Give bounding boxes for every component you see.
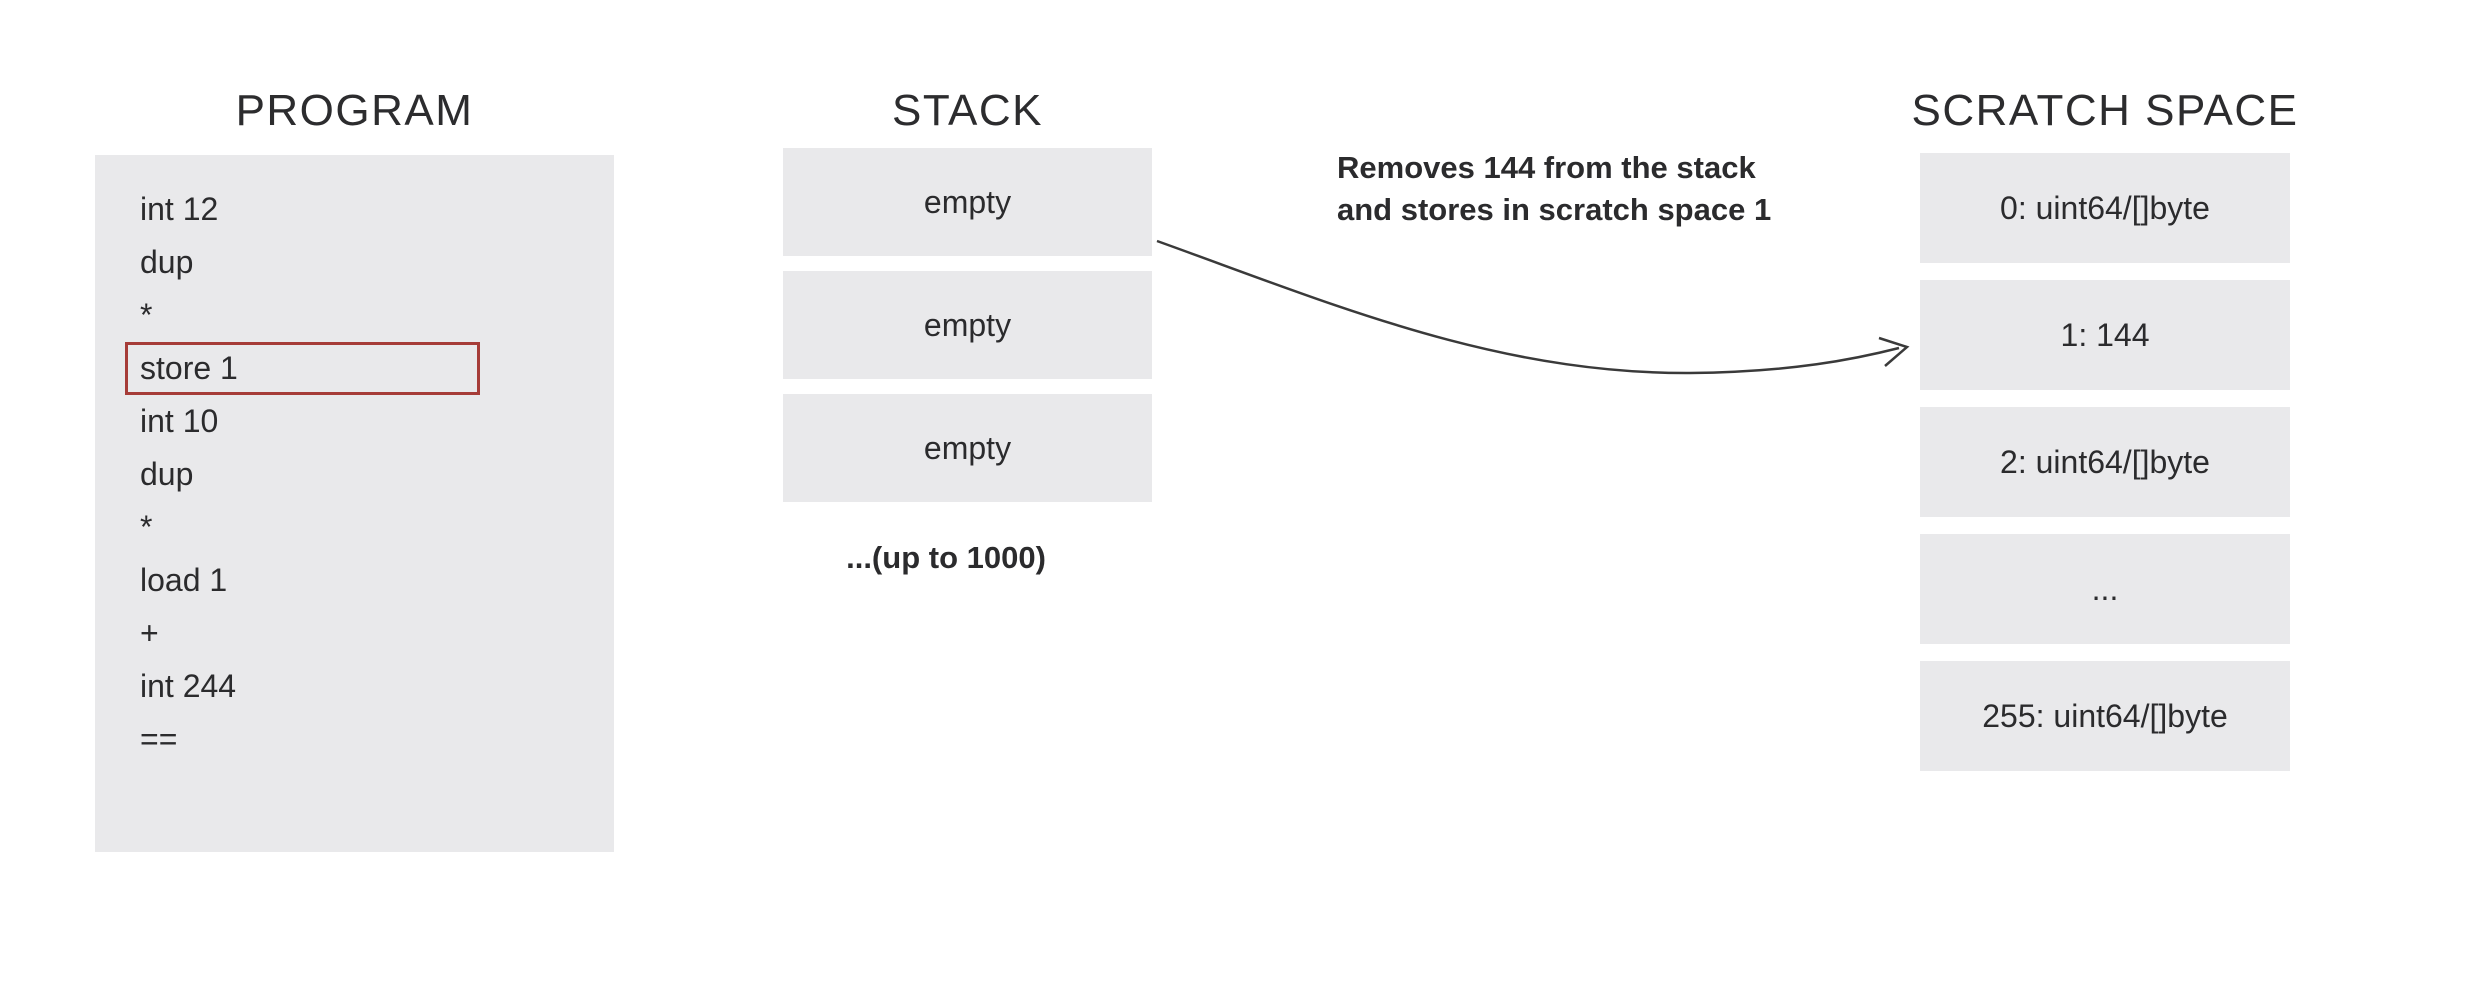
stack-slot: empty [783, 271, 1152, 379]
scratch-slot: 255: uint64/[]byte [1920, 661, 2290, 771]
annotation-line-2: and stores in scratch space 1 [1337, 192, 1772, 227]
program-code-line: int 10 [140, 403, 219, 439]
scratch-slot: 2: uint64/[]byte [1920, 407, 2290, 517]
program-code-line: * [140, 297, 153, 333]
stack-title: STACK [892, 86, 1043, 135]
program-title: PROGRAM [235, 86, 474, 135]
stack-capacity-caption: ...(up to 1000) [846, 540, 1046, 575]
scratch-slot: 1: 144 [1920, 280, 2290, 390]
program-code-line: dup [140, 456, 194, 492]
program-code-line: * [140, 509, 153, 545]
highlighted-instruction-box: store 1 [125, 342, 480, 395]
scratch-slot: 0: uint64/[]byte [1920, 153, 2290, 263]
flow-arrow-head [1878, 336, 1910, 367]
annotation-text: Removes 144 from the stack and stores in… [1337, 147, 1771, 231]
program-code-line: load 1 [140, 562, 228, 598]
flow-arrow-curve [1156, 239, 1900, 375]
program-code-line: dup [140, 244, 194, 280]
program-code-line: + [140, 615, 159, 651]
highlighted-instruction-label: store 1 [140, 350, 238, 386]
program-code-line: == [140, 721, 178, 757]
annotation-line-1: Removes 144 from the stack [1337, 150, 1756, 185]
program-code-line-highlighted: store 1 [95, 342, 614, 395]
program-code-line: int 12 [140, 191, 219, 227]
stack-slot: empty [783, 394, 1152, 502]
stack-slot: empty [783, 148, 1152, 256]
scratch-slot: ... [1920, 534, 2290, 644]
program-code-line: int 244 [140, 668, 237, 704]
program-panel: int 12 dup * store 1 int 10 dup * load 1… [95, 155, 614, 852]
scratch-title: SCRATCH SPACE [1911, 86, 2299, 135]
